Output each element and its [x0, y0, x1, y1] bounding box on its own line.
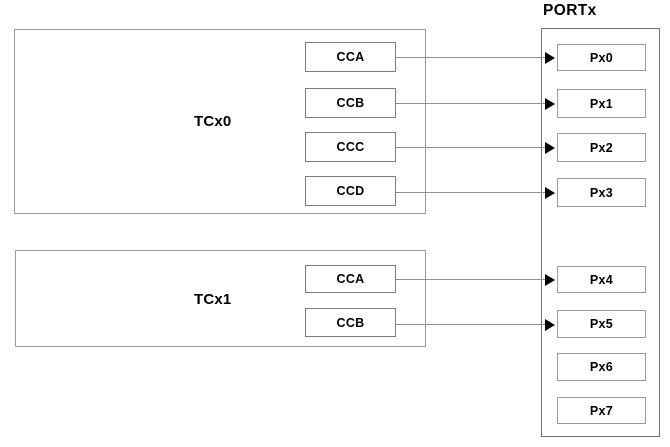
timer-label-tcx0: TCx0: [194, 113, 232, 130]
pin-box-px5[interactable]: Px5: [557, 310, 646, 338]
pin-box-px4[interactable]: Px4: [557, 266, 646, 293]
connector-line-tcx0-cca-to-px0: [396, 57, 545, 58]
capture-compare-box-tcx1-cca[interactable]: CCA: [305, 265, 396, 293]
pin-box-px7[interactable]: Px7: [557, 397, 646, 424]
connector-line-tcx0-ccc-to-px2: [396, 147, 545, 148]
connector-line-tcx1-ccb-to-px5: [396, 324, 545, 325]
pin-box-px6[interactable]: Px6: [557, 353, 646, 381]
pin-box-px0[interactable]: Px0: [557, 44, 646, 71]
arrow-head-icon-px4: [545, 274, 555, 286]
arrow-head-icon-px5: [545, 319, 555, 331]
timer-label-tcx1: TCx1: [194, 291, 232, 308]
connector-line-tcx0-ccb-to-px1: [396, 103, 545, 104]
pin-box-px1[interactable]: Px1: [557, 89, 646, 118]
arrow-head-icon-px2: [545, 142, 555, 154]
arrow-head-icon-px0: [545, 52, 555, 64]
capture-compare-box-tcx1-ccb[interactable]: CCB: [305, 308, 396, 337]
connector-line-tcx0-ccd-to-px3: [396, 192, 545, 193]
port-title: PORTx: [543, 2, 597, 19]
arrow-head-icon-px1: [545, 98, 555, 110]
pin-box-px3[interactable]: Px3: [557, 178, 646, 207]
arrow-head-icon-px3: [545, 187, 555, 199]
pin-box-px2[interactable]: Px2: [557, 133, 646, 162]
connector-line-tcx1-cca-to-px4: [396, 279, 545, 280]
capture-compare-box-tcx0-ccb[interactable]: CCB: [305, 88, 396, 118]
capture-compare-box-tcx0-ccd[interactable]: CCD: [305, 176, 396, 206]
capture-compare-box-tcx0-cca[interactable]: CCA: [305, 42, 396, 72]
capture-compare-box-tcx0-ccc[interactable]: CCC: [305, 132, 396, 162]
